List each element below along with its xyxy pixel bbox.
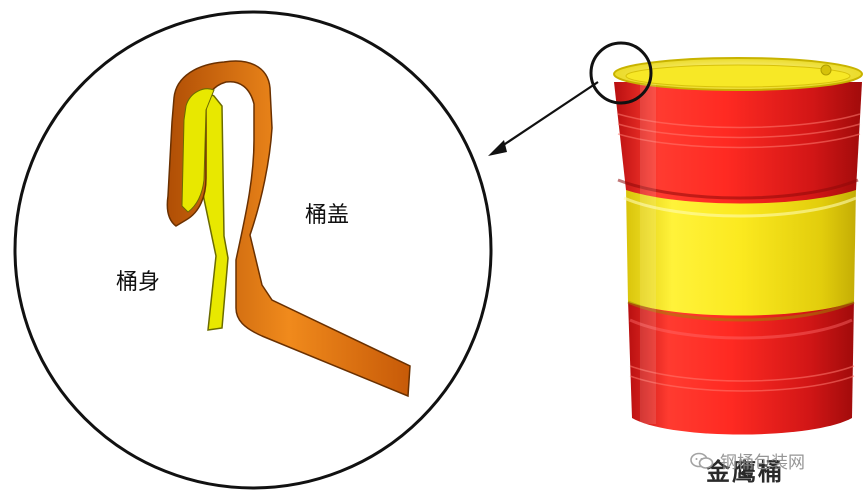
watermark-text: 钢桶包装网 (720, 453, 805, 473)
seam-section (166, 60, 411, 398)
wechat-icon (690, 452, 714, 470)
seam-marker-circle (589, 41, 653, 105)
steel-drum (613, 57, 863, 435)
pointer-arrow (488, 81, 599, 156)
drum-lid-section (166, 60, 411, 398)
watermark: 钢桶包装网 (690, 448, 805, 473)
body-label: 桶身 (116, 270, 161, 295)
lid-label: 桶盖 (305, 203, 350, 228)
drum-name-label: 金鹰桶 (706, 458, 784, 486)
